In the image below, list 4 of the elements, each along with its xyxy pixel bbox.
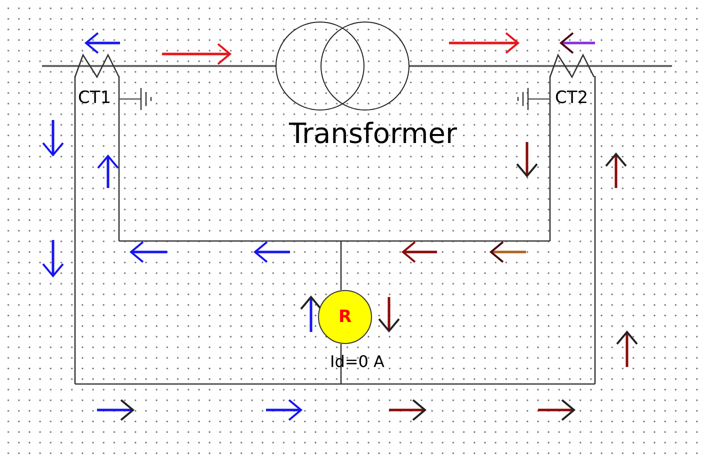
ct-label: CT1: [78, 90, 112, 107]
transformer-label: Transformer: [289, 120, 458, 148]
ct-label: CT2: [555, 90, 588, 107]
relay-circle: R: [318, 290, 372, 344]
